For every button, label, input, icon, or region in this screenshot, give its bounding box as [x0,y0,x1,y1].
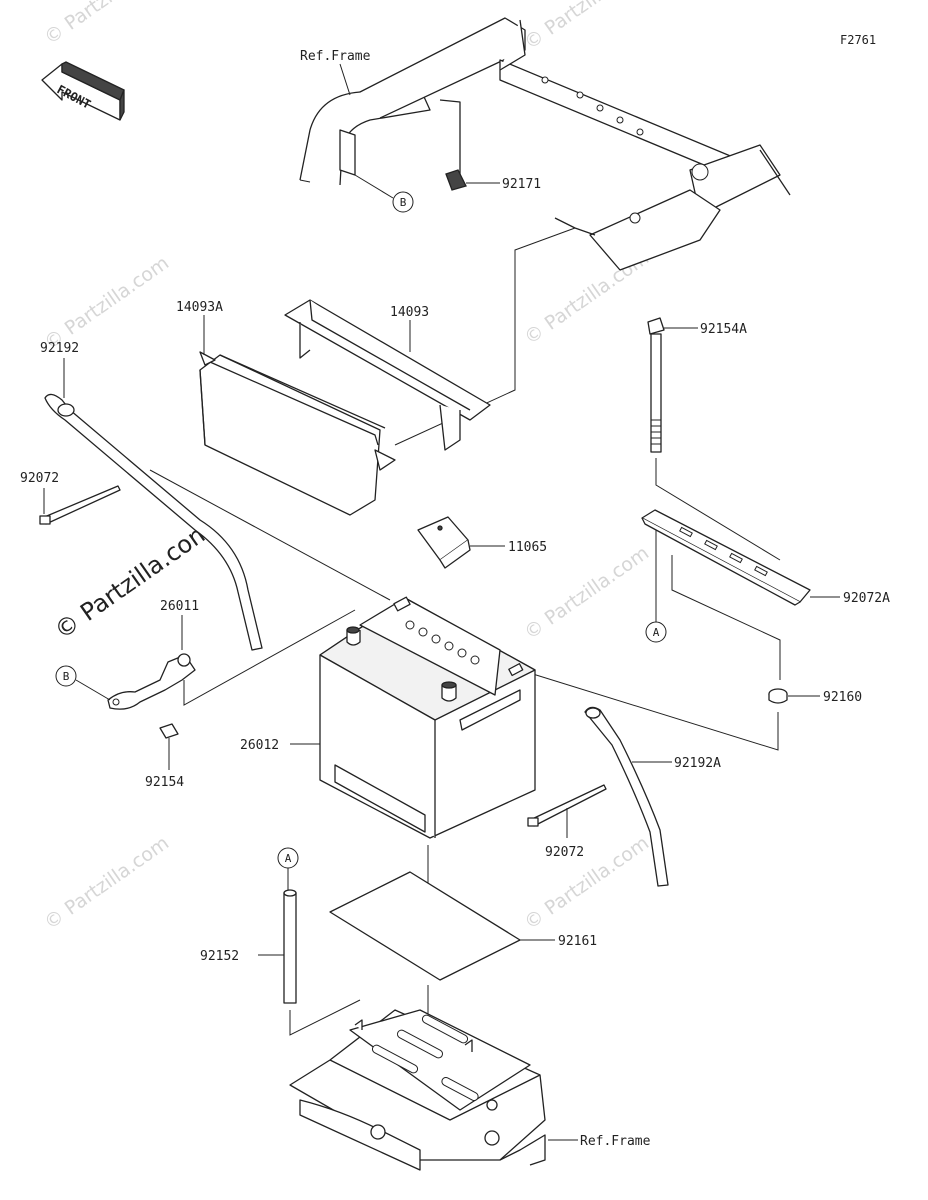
ref-frame-bottom-label: Ref.Frame [580,1134,651,1149]
callout-11065: 11065 [508,540,547,555]
bolt-92154 [159,723,179,770]
callout-92152: 92152 [200,949,239,964]
battery-cover-14093A [199,351,396,516]
ref-b-left: B [63,670,70,683]
callout-26012: 26012 [240,738,279,753]
mat-92161 [329,871,521,981]
watermark: © Partzilla.com [40,252,173,354]
callout-92072-bottom: 92072 [545,845,584,860]
ref-a-right: A [653,626,660,639]
figure-code: F2761 [840,33,876,47]
callout-92192A: 92192A [674,756,721,771]
callout-92161: 92161 [558,934,597,949]
callout-92072A: 92072A [843,591,890,606]
vent-tube-92192 [44,393,263,651]
battery-tray [289,1009,546,1171]
watermark: © Partzilla.com [520,542,653,644]
watermark: © Partzilla.com [520,0,653,54]
watermark: © Partzilla.com [40,0,173,49]
watermark-bold: © Partzilla.com [49,516,217,645]
front-arrow-icon: FRONT [41,61,125,121]
cable-tie-92072-left [39,485,121,525]
ref-b-top: B [400,196,407,209]
cable-tie-92072-bottom [527,784,607,827]
watermark: © Partzilla.com [520,832,653,934]
bolt-92154A [647,317,665,453]
clip-92171 [445,169,467,191]
battery-cable-26011 [107,653,196,710]
callout-92154A: 92154A [700,322,747,337]
battery-cover-14093 [284,299,491,451]
callout-92160: 92160 [823,690,862,705]
ref-a-bottom: A [285,852,292,865]
callout-14093: 14093 [390,305,429,320]
callout-26011: 26011 [160,599,199,614]
terminal-cap-11065 [417,516,471,569]
vent-tube-92192A [584,706,669,887]
nut-92160 [768,688,788,704]
watermark: © Partzilla.com [40,832,173,934]
callout-92072-left: 92072 [20,471,59,486]
rod-92152 [283,889,297,1004]
battery-26012 [319,596,536,839]
callout-92171: 92171 [502,177,541,192]
ref-frame-top-label: Ref.Frame [300,49,371,64]
callout-92192: 92192 [40,341,79,356]
callout-14093A: 14093A [176,300,223,315]
callout-92154: 92154 [145,775,184,790]
bracket-92072A [641,509,811,606]
top-frame [299,17,791,271]
